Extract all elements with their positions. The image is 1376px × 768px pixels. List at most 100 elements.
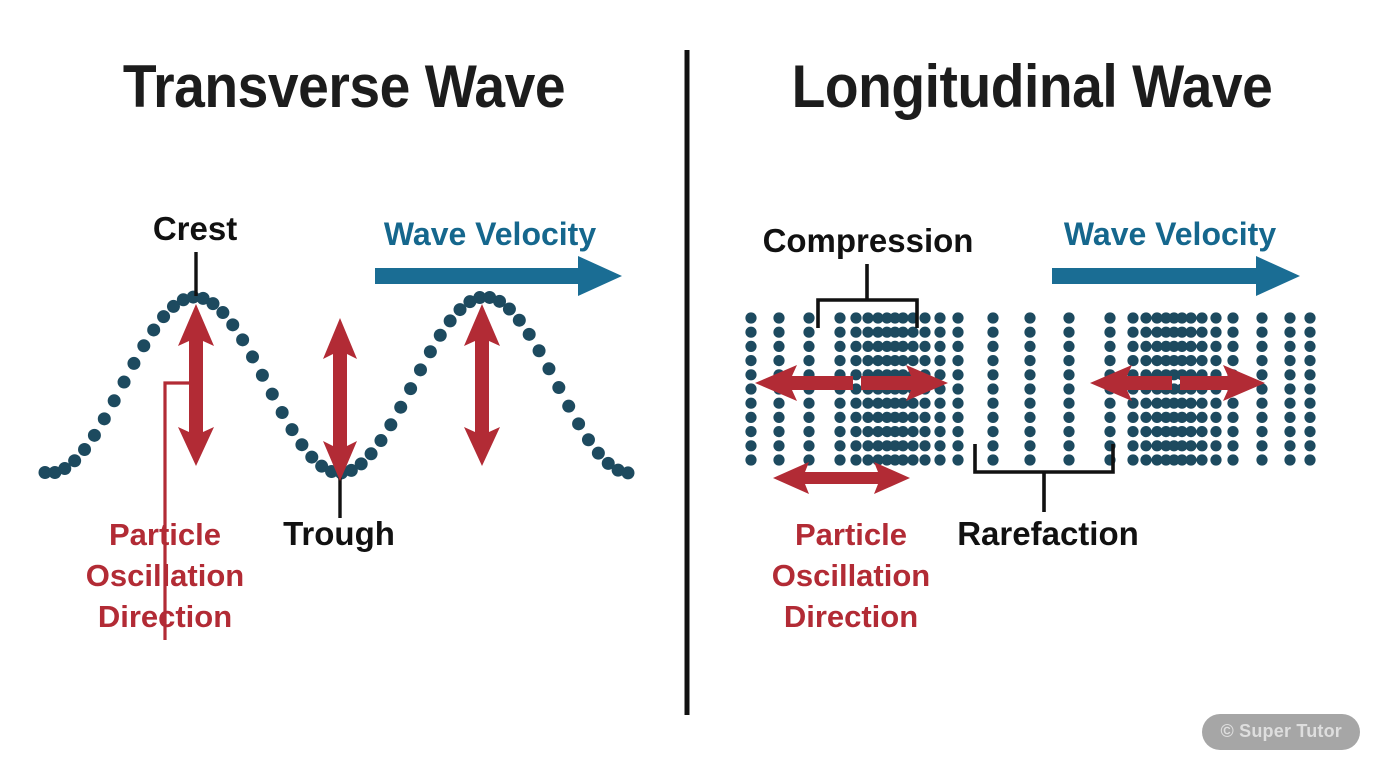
medium-particle-dot [919,312,931,324]
medium-particle-dot [1024,355,1036,367]
medium-particle-dot [1304,369,1316,381]
medium-particle-dot [987,326,999,338]
medium-particle-dot [919,440,931,452]
medium-particle-dot [872,340,884,352]
medium-particle-dot [1168,411,1180,423]
medium-particle-dot [1284,340,1296,352]
wave-particle-dot [384,418,398,432]
medium-particle-dot [952,326,964,338]
medium-particle-dot [1210,411,1222,423]
medium-particle-dot [1185,326,1197,338]
medium-particle-dot [1063,369,1075,381]
medium-particle-dot [1151,454,1163,466]
medium-particle-dot [773,355,785,367]
medium-particle-dot [1284,355,1296,367]
medium-particle-dot [1063,411,1075,423]
medium-particle-dot [1104,426,1116,438]
medium-particle-dot [1024,340,1036,352]
wave-particle-dot [591,446,605,460]
medium-particle-dot [1140,340,1152,352]
medium-particle-dot [1304,454,1316,466]
medium-particle-dot [1256,326,1268,338]
medium-particle-dot [919,355,931,367]
medium-particle-dot [850,411,862,423]
wave-particle-dot [285,423,299,437]
medium-particle-dot [1284,426,1296,438]
medium-particle-dot [1160,411,1172,423]
medium-particle-dot [1024,326,1036,338]
medium-particle-dot [773,411,785,423]
medium-particle-dot [889,312,901,324]
medium-particle-dot [862,454,874,466]
medium-particle-dot [1151,312,1163,324]
medium-particle-dot [872,326,884,338]
medium-particle-dot [1127,426,1139,438]
wave-particle-dot [265,387,279,401]
medium-particle-dot [1176,312,1188,324]
medium-particle-dot [862,411,874,423]
medium-particle-dot [1304,355,1316,367]
wave-particle-dot [226,318,240,332]
medium-particle-dot [1185,440,1197,452]
medium-particle-dot [1196,326,1208,338]
medium-particle-dot [1024,397,1036,409]
medium-particle-dot [872,426,884,438]
medium-particle-dot [1160,326,1172,338]
oscillation-arrow-longitudinal-label [773,462,910,494]
wave-particle-dot [522,327,536,341]
medium-particle-dot [934,312,946,324]
medium-particle-dot [1160,397,1172,409]
medium-particle-dot [834,411,846,423]
medium-particle-dot [1063,355,1075,367]
wave-particle-dot [127,356,141,370]
medium-particle-dot [745,340,757,352]
medium-particle-dot [834,326,846,338]
medium-particle-dot [1284,312,1296,324]
medium-particle-dot [889,411,901,423]
medium-particle-dot [1284,326,1296,338]
wave-particle-dot [532,344,546,358]
medium-particle-dot [907,440,919,452]
medium-particle-dot [881,454,893,466]
medium-particle-dot [889,326,901,338]
medium-particle-dot [1024,454,1036,466]
medium-particle-dot [952,411,964,423]
wave-particle-dot [206,297,220,311]
medium-particle-dot [934,440,946,452]
medium-particle-dot [889,454,901,466]
label-trough: Trough [283,515,395,552]
medium-particle-dot [1127,454,1139,466]
medium-particle-dot [1168,340,1180,352]
medium-particle-dot [907,326,919,338]
wave-particle-dot [493,294,507,308]
medium-particle-dot [745,440,757,452]
medium-particle-dot [919,326,931,338]
medium-particle-dot [1168,440,1180,452]
label-particle-oscillation-left: Particle Oscillation Direction [40,515,290,638]
medium-particle-dot [952,454,964,466]
page-title-longitudinal: Longitudinal Wave [791,53,1273,120]
oscillation-arrow-trough [323,318,357,481]
medium-particle-dot [1185,454,1197,466]
medium-particle-dot [862,312,874,324]
medium-particle-dot [1284,383,1296,395]
medium-particle-dot [745,397,757,409]
medium-particle-dot [1140,454,1152,466]
medium-particle-dot [881,355,893,367]
medium-particle-dot [1256,454,1268,466]
medium-particle-dot [745,383,757,395]
medium-particle-dot [987,440,999,452]
wave-particle-dot [463,295,477,309]
medium-particle-dot [1104,411,1116,423]
medium-particle-dot [850,397,862,409]
medium-particle-dot [934,411,946,423]
medium-particle-dot [773,440,785,452]
medium-particle-dot [1140,411,1152,423]
medium-particle-dot [1168,426,1180,438]
wave-particle-dot [512,313,526,327]
medium-particle-dot [834,397,846,409]
medium-particle-dot [919,454,931,466]
label-particle-oscillation-right-line3: Direction [783,598,919,634]
medium-particle-dot [1127,355,1139,367]
wave-particle-dot [48,466,62,480]
